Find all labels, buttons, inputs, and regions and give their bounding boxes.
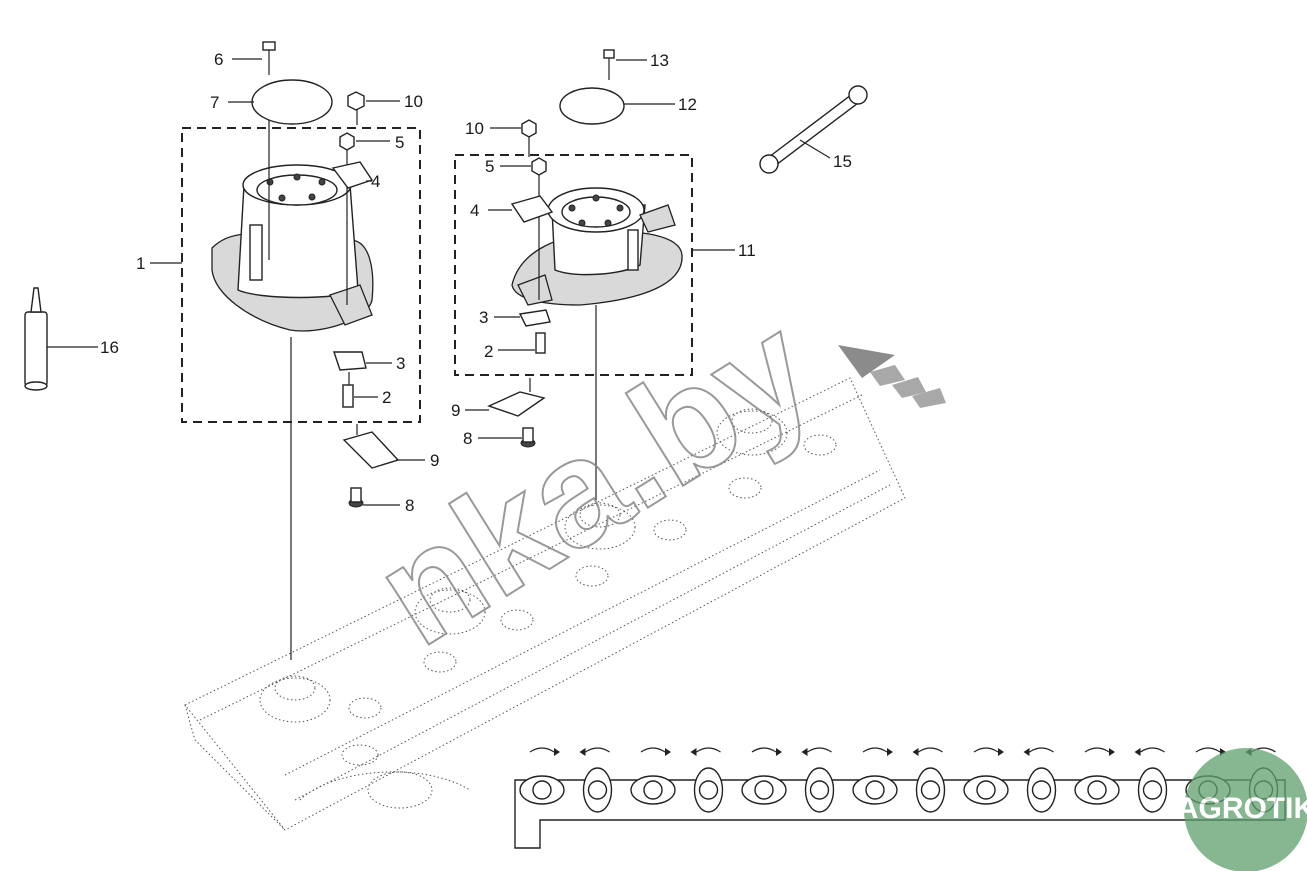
schematic-disc-unit bbox=[1074, 775, 1120, 805]
callout-10a: 10 bbox=[404, 92, 423, 111]
callout-2b: 2 bbox=[484, 342, 493, 361]
watermark: nka.by bbox=[347, 282, 946, 678]
callout-16: 16 bbox=[100, 338, 119, 357]
rotation-arrow bbox=[1023, 747, 1054, 756]
callout-10b: 10 bbox=[465, 119, 484, 138]
cutter-discs bbox=[259, 408, 837, 723]
small-parts bbox=[24, 41, 868, 508]
rotation-arrow bbox=[1134, 747, 1165, 756]
schematic-disc-unit bbox=[582, 767, 613, 813]
disc-housing-right bbox=[511, 187, 683, 500]
rotation-arrow bbox=[862, 747, 893, 756]
schematic-disc-unit bbox=[630, 775, 676, 805]
callout-13: 13 bbox=[650, 51, 669, 70]
callout-3b: 3 bbox=[479, 308, 488, 327]
schematic-disc-unit bbox=[741, 775, 787, 805]
watermark-text: nka.by bbox=[348, 283, 840, 677]
callout-4a: 4 bbox=[371, 172, 380, 191]
schematic-disc-unit bbox=[963, 775, 1009, 805]
assembly-box-1 bbox=[181, 127, 421, 423]
leader-lines bbox=[47, 58, 831, 506]
rotation-arrow bbox=[640, 747, 671, 756]
callout-9a: 9 bbox=[430, 451, 439, 470]
rotation-arrow bbox=[801, 747, 832, 756]
schematic-disc-unit bbox=[1137, 767, 1168, 813]
rotation-arrow bbox=[529, 747, 560, 756]
rotation-arrow bbox=[1084, 747, 1115, 756]
rotation-arrow bbox=[751, 747, 782, 756]
rotation-arrow bbox=[912, 747, 943, 756]
schematic-disc-unit bbox=[804, 767, 835, 813]
schematic-disc-unit bbox=[852, 775, 898, 805]
rotation-arrow bbox=[579, 747, 610, 756]
callout-9b: 9 bbox=[451, 401, 460, 420]
callout-8b: 8 bbox=[463, 429, 472, 448]
rotation-arrow bbox=[973, 747, 1004, 756]
schematic-disc-unit bbox=[1026, 767, 1057, 813]
schematic-disc-unit bbox=[519, 775, 565, 805]
callout-11: 11 bbox=[738, 241, 756, 260]
disc-housing-left bbox=[211, 110, 374, 660]
schematic-disc-unit bbox=[915, 767, 946, 813]
badge-text: AGROTIK bbox=[1177, 792, 1307, 825]
callout-15: 15 bbox=[833, 152, 852, 171]
rotation-arrow bbox=[690, 747, 721, 756]
callout-5b: 5 bbox=[485, 157, 494, 176]
cutter-bar bbox=[184, 377, 906, 831]
callout-1: 1 bbox=[136, 254, 145, 273]
callout-2a: 2 bbox=[382, 388, 391, 407]
callout-7: 7 bbox=[210, 93, 219, 112]
assembly-box-11 bbox=[454, 154, 693, 376]
callout-5a: 5 bbox=[395, 133, 404, 152]
agrotik-badge: AGROTIK bbox=[1177, 748, 1307, 871]
callout-4b: 4 bbox=[470, 201, 479, 220]
schematic-disc-unit bbox=[693, 767, 724, 813]
callout-8a: 8 bbox=[405, 496, 414, 515]
callout-12: 12 bbox=[678, 95, 697, 114]
rotation-schematic bbox=[514, 747, 1286, 849]
callout-3a: 3 bbox=[396, 354, 405, 373]
callout-labels: 1 2 2 3 3 4 4 5 5 6 7 8 8 9 9 10 10 11 1… bbox=[100, 50, 852, 515]
callout-6: 6 bbox=[214, 50, 223, 69]
